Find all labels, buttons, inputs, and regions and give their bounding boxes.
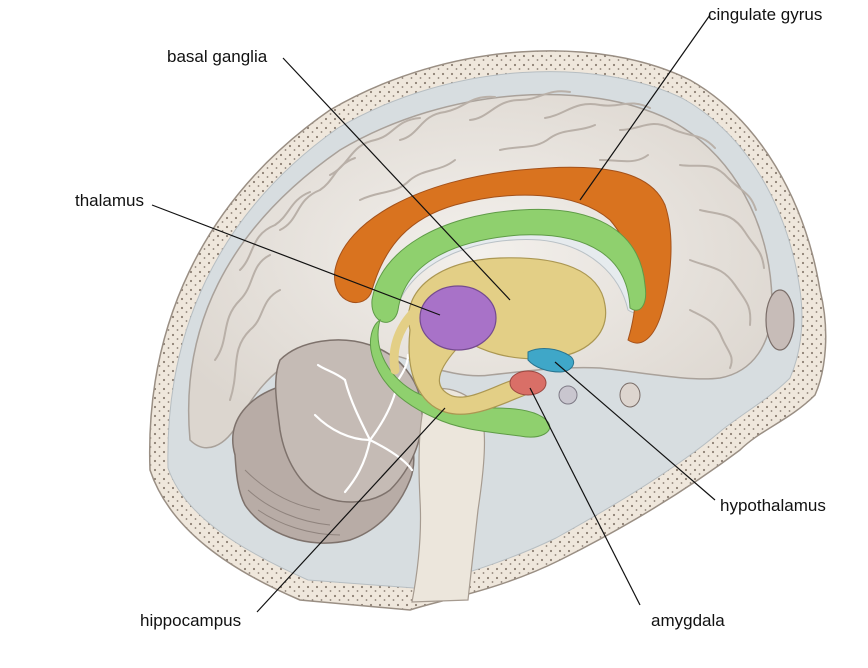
label-hippocampus: hippocampus	[140, 611, 242, 630]
basal-ganglia-arc	[389, 272, 585, 375]
hippocampus-region	[369, 318, 551, 438]
thalamus-region	[419, 285, 497, 351]
amygdala-region	[509, 370, 547, 396]
pituitary	[558, 385, 578, 405]
cingulate-gyrus-region	[334, 166, 672, 344]
label-thalamus: thalamus	[75, 191, 144, 210]
leader-hippocampus	[256, 407, 446, 613]
label-hypothalamus: hypothalamus	[720, 496, 826, 515]
hypothalamus-region	[527, 348, 575, 373]
fornix-band	[371, 208, 647, 323]
label-cingulate-gyrus: cingulate gyrus	[708, 5, 823, 24]
leader-lines	[151, 14, 716, 613]
leader-cingulate-gyrus	[579, 14, 711, 201]
leader-thalamus	[151, 204, 441, 316]
sinus-small	[619, 382, 641, 408]
leader-hypothalamus	[554, 361, 716, 501]
leader-amygdala	[529, 387, 641, 606]
leader-basal-ganglia	[282, 57, 511, 301]
label-basal-ganglia: basal ganglia	[167, 47, 268, 66]
label-amygdala: amygdala	[651, 611, 725, 630]
sinus	[765, 289, 795, 351]
